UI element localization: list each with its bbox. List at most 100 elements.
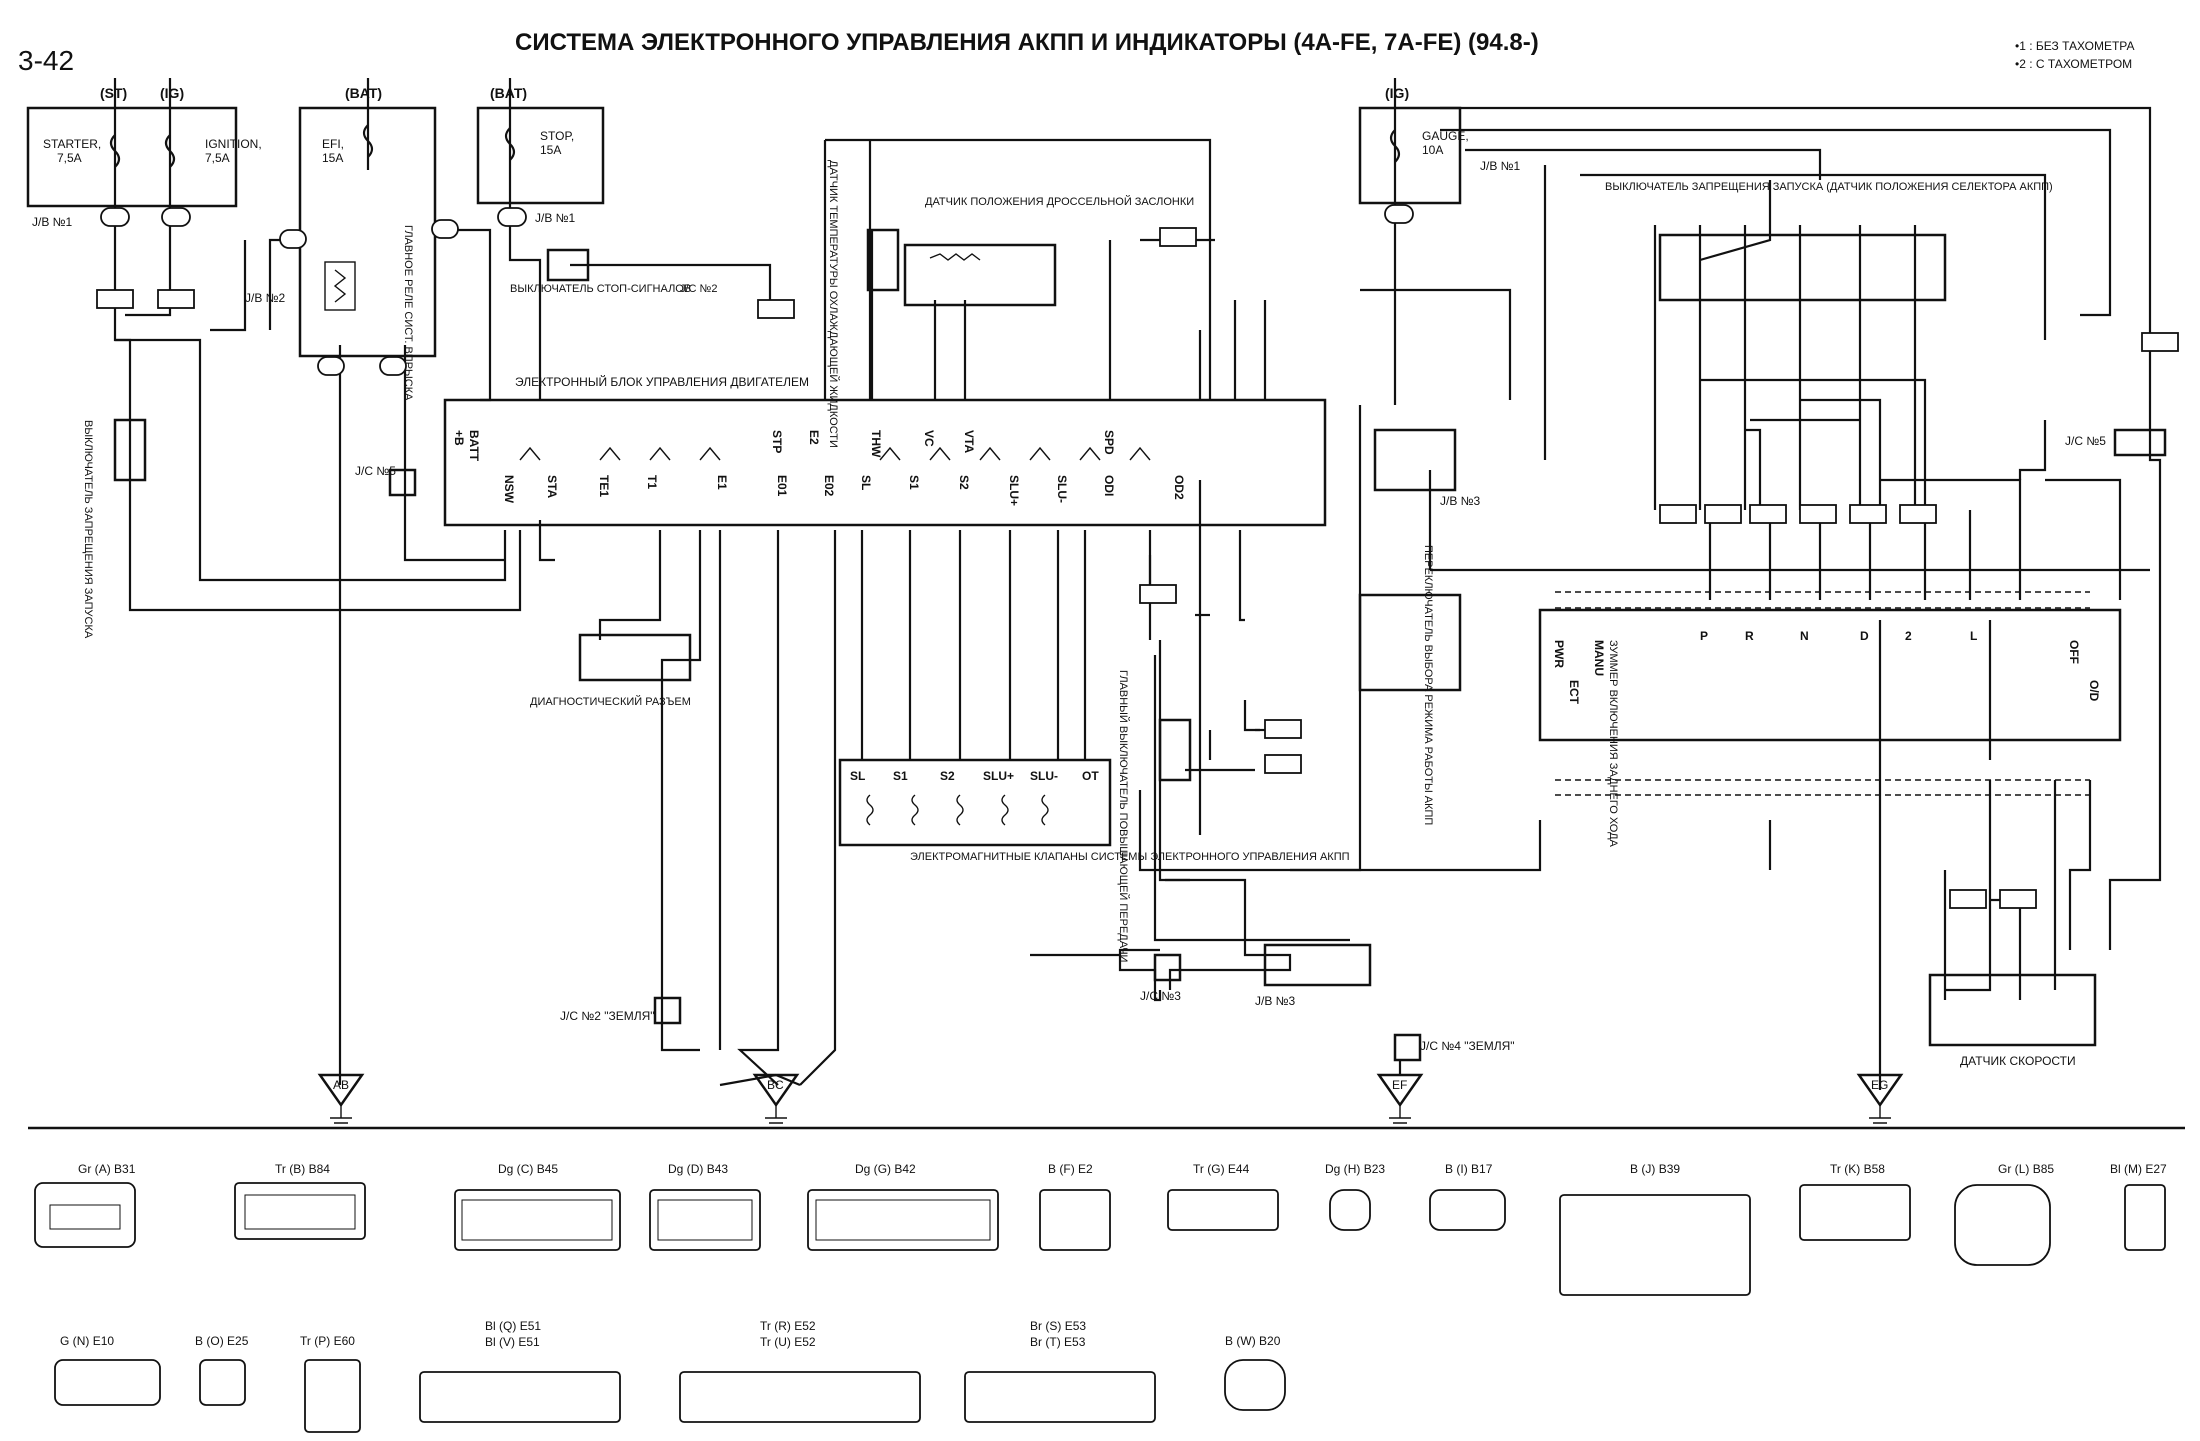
label-ig: (IG) [160,85,184,101]
indicator-5: L [1970,629,1977,643]
ecu-top-pin-thw: THW [869,430,883,458]
throttle-label: ДАТЧИК ПОЛОЖЕНИЯ ДРОССЕЛЬНОЙ ЗАСЛОНКИ [925,195,1194,208]
fuse-starter-icon [109,134,121,168]
conn-f-e2: B (F) E2 [1039,1162,1111,1251]
ecu-bottom-pin-3: T1 [645,475,659,489]
fuse-gauge-amp: 10A [1422,143,1443,157]
ecu-bottom-pin-6: E02 [822,475,836,497]
fuse-ignition-icon [164,134,176,168]
ecu-bottom-pin-7: SL [859,475,873,490]
solenoid-pin-2: S2 [940,769,955,783]
ecu-block: ЭЛЕКТРОННЫЙ БЛОК УПРАВЛЕНИЯ ДВИГАТЕЛЕМ [443,374,1327,527]
ground-ab-label: AB [333,1078,349,1092]
legend-note-2: •2 : С ТАХОМЕТРОМ [2015,57,2132,71]
indicator-od: O/D [2087,680,2101,702]
start-switch-label: ВЫКЛЮЧАТЕЛЬ ЗАПРЕЩЕНИЯ ЗАПУСКА (ДАТЧИК П… [1605,181,2053,193]
fuse-box-gauge: (IG) GAUGE, 10A J/B №1 [1358,78,1521,215]
ecu-bottom-pin-13: OD2 [1172,475,1186,500]
wiring-right [1290,106,2162,1090]
jc5-label: J/C №5 [355,464,396,478]
svg-text:Bl (M) E27: Bl (M) E27 [2110,1162,2167,1176]
svg-text:Dg (C) B45: Dg (C) B45 [498,1162,558,1176]
fuse-ignition-amp: 7,5A [205,151,230,165]
ecu-top-pin-spd: SPD [1102,430,1116,455]
conn-l-b85: Gr (L) B85 [1954,1162,2054,1266]
svg-text:Gr (L) B85: Gr (L) B85 [1998,1162,2054,1176]
ecu-top-pin-batt: BATT [467,430,481,462]
fuse-stop-amp: 15A [540,143,561,157]
indicator-pwr: PWR [1552,640,1566,668]
ground-bc: BC [752,1073,800,1129]
conn-c-b45: Dg (C) B45 [454,1162,621,1251]
start-switch-left-label: ВЫКЛЮЧАТЕЛЬ ЗАПРЕЩЕНИЯ ЗАПУСКА [82,420,94,639]
ecu-top-pin-vc: VC [922,430,936,447]
grounds: AB BC EF EG [317,1060,1904,1129]
fuse-starter-amp: 7,5A [57,151,82,165]
svg-text:B (O) E25: B (O) E25 [195,1334,249,1348]
svg-text:Tr (U) E52: Tr (U) E52 [760,1335,816,1349]
svg-text:Bl (V) E51: Bl (V) E51 [485,1335,540,1349]
jb1-label-b: J/B №1 [535,211,576,225]
jb1-label-c: J/B №1 [1480,159,1521,173]
svg-text:Dg (G) B42: Dg (G) B42 [855,1162,916,1176]
svg-text:Tr (K) B58: Tr (K) B58 [1830,1162,1885,1176]
buzzer-label: ЗУММЕР ВКЛЮЧЕНИЯ ЗАДНЕГО ХОДА [1607,640,1619,848]
indicator-4: 2 [1905,629,1912,643]
solenoid-block: ЭЛЕКТРОМАГНИТНЫЕ КЛАПАНЫ СИСТЕМЫ ЭЛЕКТРО… [838,758,1350,863]
fuse-box-stop: (BAT) STOP, 15A J/B №1 [476,78,605,225]
solenoid-pin-5: OT [1082,769,1099,783]
svg-text:Br (S) E53: Br (S) E53 [1030,1319,1086,1333]
speed-sensor-label: ДАТЧИК СКОРОСТИ [1960,1054,2076,1068]
svg-text:G (N) E10: G (N) E10 [60,1334,114,1348]
svg-text:Gr (A) B31: Gr (A) B31 [78,1162,136,1176]
jc4-ground-label: J/C №4 "ЗЕМЛЯ" [1420,1039,1515,1053]
ecu-bottom-pin-1: STA [545,475,559,498]
label-ig2: (IG) [1385,85,1409,101]
ecu-bottom-pin-11: SLU- [1055,475,1069,503]
fuse-efi-icon [362,124,374,158]
conn-j-b39: B (J) B39 [1559,1162,1751,1296]
ecu-bottom-pin-8: S1 [907,475,921,490]
conn-g-e44: Tr (G) E44 [1167,1162,1279,1231]
jc2-ground-label: J/C №2 "ЗЕМЛЯ" [560,1009,655,1023]
svg-text:Tr (P) E60: Tr (P) E60 [300,1334,355,1348]
ecu-top-pin-vta: VTA [962,430,976,453]
dashed-lines [1555,591,2090,796]
overdrive-switch-label: ГЛАВНЫЙ ВЫКЛЮЧАТЕЛЬ ПОВЫШАЮЩЕЙ ПЕРЕДАЧИ [1117,670,1130,962]
main-relay-label: ГЛАВНОЕ РЕЛЕ СИСТ. ВПРЫСКА [402,225,414,401]
conn-o-e25: B (O) E25 [195,1334,249,1406]
conn-h-b23: Dg (H) B23 [1325,1162,1385,1231]
page-number: 3-42 [18,45,74,76]
ecu-bottom-pin-12: ODI [1102,475,1116,496]
fuse-box-st-ig: (ST) (IG) STARTER, 7,5A IGNITION, 7,5A J… [26,78,262,229]
svg-text:Br (T) E53: Br (T) E53 [1030,1335,1086,1349]
ecu-top-pin-stp: STP [770,430,784,453]
jc2-label: J/C №2 [680,283,717,295]
ecu-bottom-pin-0: NSW [502,475,516,504]
ecu-bottom-pin-10: SLU+ [1007,475,1021,506]
fuse-ignition-label: IGNITION, [205,137,262,151]
conn-q-v-e51: Bl (Q) E51 Bl (V) E51 [419,1319,621,1423]
fuse-gauge-label: GAUGE, [1422,129,1469,143]
label-bat1: (BAT) [345,85,382,101]
solenoid-pin-3: SLU+ [983,769,1014,783]
jb3-label: J/B №3 [1440,494,1481,508]
wiring-left [113,138,1512,1086]
fuse-efi-label: EFI, [322,137,344,151]
diag-label: ДИАГНОСТИЧЕСКИЙ РАЗЪЕМ [530,695,691,708]
solenoid-pin-0: SL [850,769,865,783]
conn-p-e60: Tr (P) E60 [300,1334,361,1433]
conn-w-b20: B (W) B20 [1224,1334,1286,1411]
fuse-stop-label: STOP, [540,129,574,143]
label-st: (ST) [100,85,127,101]
svg-text:B (J) B39: B (J) B39 [1630,1162,1680,1176]
solenoid-pin-4: SLU- [1030,769,1058,783]
svg-text:B (I) B17: B (I) B17 [1445,1162,1493,1176]
legend-note-1: •1 : БЕЗ ТАХОМЕТРА [2015,39,2134,53]
svg-text:Tr (B) B84: Tr (B) B84 [275,1162,330,1176]
label-bat2: (BAT) [490,85,527,101]
connector-catalog-row2: G (N) E10 B (O) E25 Tr (P) E60 Bl (Q) E5… [54,1319,1286,1433]
junction-markers: J/B №2 [96,204,2179,909]
ground-ef-label: EF [1392,1078,1407,1092]
svg-text:Bl (Q) E51: Bl (Q) E51 [485,1319,541,1333]
